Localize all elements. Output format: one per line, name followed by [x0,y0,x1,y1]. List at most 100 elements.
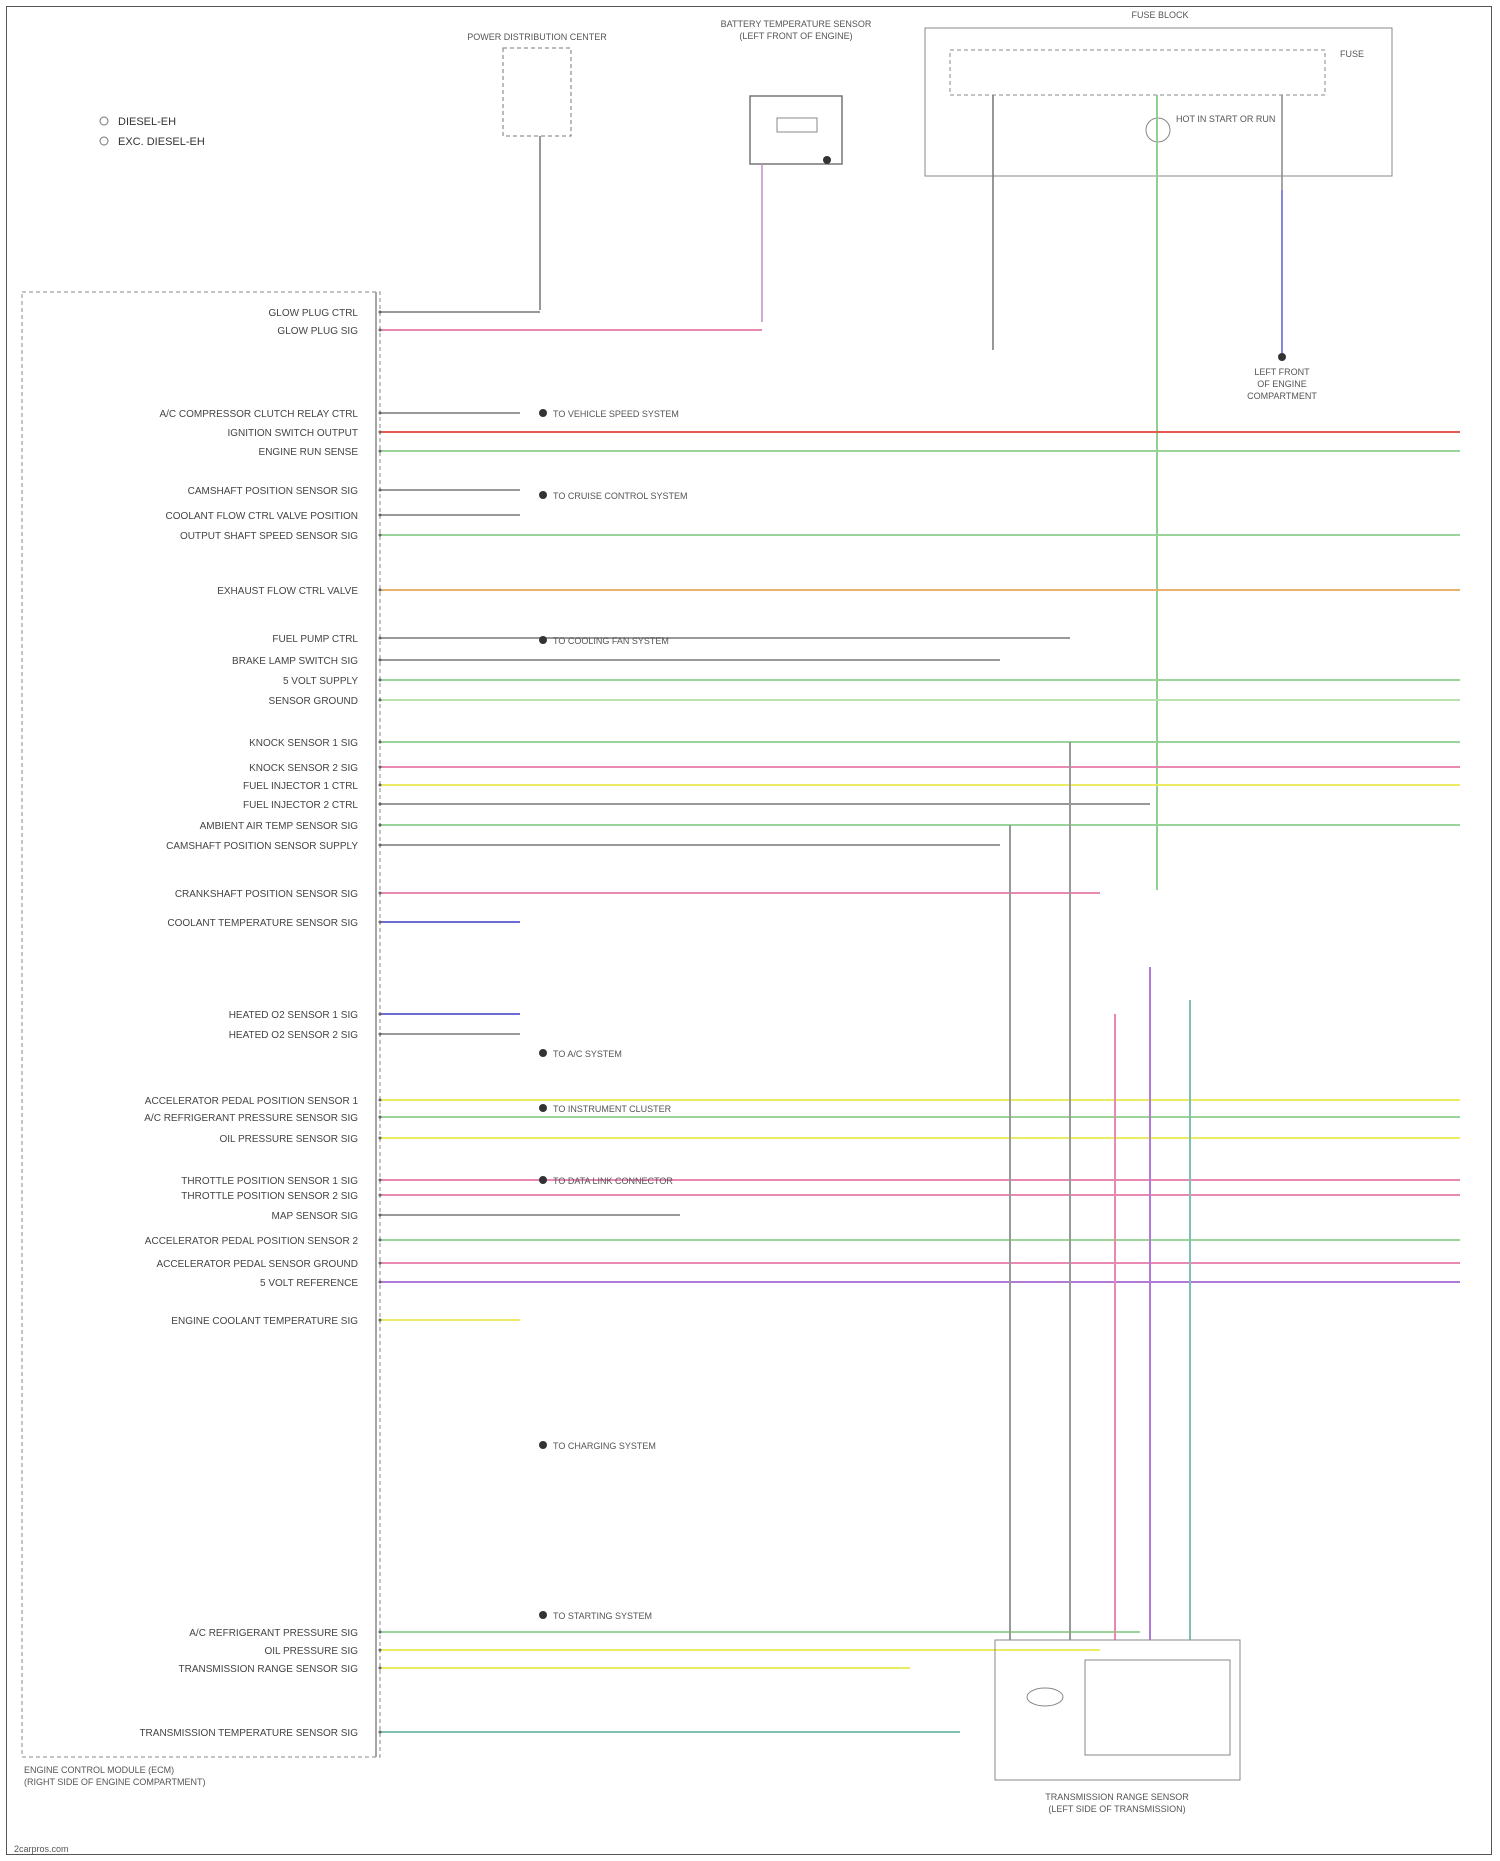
transmission-label-1: TRANSMISSION RANGE SENSOR [1045,1792,1189,1802]
connection-note: TO COOLING FAN SYSTEM [553,636,669,646]
pin-label: OIL PRESSURE SENSOR SIG [219,1134,358,1145]
ecm-label-1: ENGINE CONTROL MODULE (ECM) [24,1765,174,1775]
pin-label: BRAKE LAMP SWITCH SIG [232,656,358,667]
legend: DIESEL-EH EXC. DIESEL-EH [100,116,205,148]
pin-terminal [379,824,382,827]
ecm-label-2: (RIGHT SIDE OF ENGINE COMPARTMENT) [24,1777,206,1787]
pin-label: ACCELERATOR PEDAL POSITION SENSOR 1 [145,1096,359,1107]
pin-terminal [379,784,382,787]
fuse-note: HOT IN START OR RUN [1176,114,1275,124]
pin-terminal [379,1281,382,1284]
pin-terminal [379,329,382,332]
fuse-label: FUSE [1340,49,1364,59]
connection-note: TO INSTRUMENT CLUSTER [553,1104,672,1114]
ground-note-2: OF ENGINE [1257,379,1307,389]
pin-terminal [379,844,382,847]
pin-label: CAMSHAFT POSITION SENSOR SUPPLY [166,841,358,852]
pin-label: ACCELERATOR PEDAL SENSOR GROUND [156,1259,358,1270]
pin-terminal [379,489,382,492]
pin-terminal [379,1214,382,1217]
connection-note: TO CRUISE CONTROL SYSTEM [553,491,688,501]
power-dist-box: POWER DISTRIBUTION CENTER [467,32,607,310]
connection-note: TO VEHICLE SPEED SYSTEM [553,409,679,419]
pin-terminal [379,699,382,702]
pin-terminal [379,589,382,592]
pin-terminal [379,1137,382,1140]
pin-label: CAMSHAFT POSITION SENSOR SIG [188,486,359,497]
footer-watermark: 2carpros.com [14,1844,69,1854]
pin-terminal [379,741,382,744]
pin-terminal [379,1319,382,1322]
pin-label: ACCELERATOR PEDAL POSITION SENSOR 2 [145,1236,359,1247]
pin-label: A/C COMPRESSOR CLUTCH RELAY CTRL [159,409,358,420]
connection-dot [539,1176,547,1184]
pin-label: COOLANT TEMPERATURE SENSOR SIG [167,918,358,929]
pin-label: FUEL PUMP CTRL [272,634,358,645]
connection-dot [539,636,547,644]
pin-terminal [379,1631,382,1634]
pin-label: MAP SENSOR SIG [271,1211,358,1222]
pin-terminal [379,1239,382,1242]
pin-label: SENSOR GROUND [269,696,358,707]
pin-label: AMBIENT AIR TEMP SENSOR SIG [200,821,359,832]
legend-label-1: DIESEL-EH [118,116,176,128]
connection-dot [539,409,547,417]
pin-label: GLOW PLUG SIG [277,326,358,337]
pin-label: 5 VOLT REFERENCE [260,1278,358,1289]
ground-note-3: COMPARTMENT [1247,391,1317,401]
pin-terminal [379,892,382,895]
transmission-sensor: TRANSMISSION RANGE SENSOR (LEFT SIDE OF … [995,1640,1240,1814]
pin-label: 5 VOLT SUPPLY [283,676,358,687]
ecm-pin-labels: GLOW PLUG CTRL GLOW PLUG SIG A/C COMPRESSO… [139,308,358,1739]
pin-terminal [379,921,382,924]
pin-terminal [379,1033,382,1036]
pin-label: EXHAUST FLOW CTRL VALVE [217,586,358,597]
ground-note-1: LEFT FRONT [1254,367,1310,377]
connection-note: TO STARTING SYSTEM [553,1611,652,1621]
pin-terminal [379,1667,382,1670]
pin-label: KNOCK SENSOR 2 SIG [249,763,358,774]
connection-dot [539,1049,547,1057]
pin-label: THROTTLE POSITION SENSOR 1 SIG [181,1176,358,1187]
connection-note: TO A/C SYSTEM [553,1049,622,1059]
pin-terminal [379,766,382,769]
pin-label: COOLANT FLOW CTRL VALVE POSITION [166,511,358,522]
pin-terminal [379,1013,382,1016]
relay-box-label-1: BATTERY TEMPERATURE SENSOR [721,19,872,29]
legend-circle-icon-1 [100,117,108,125]
pin-terminal [379,311,382,314]
pin-label: CRANKSHAFT POSITION SENSOR SIG [175,889,358,900]
pin-label: TRANSMISSION RANGE SENSOR SIG [179,1664,359,1675]
legend-label-2: EXC. DIESEL-EH [118,136,205,148]
pin-label: TRANSMISSION TEMPERATURE SENSOR SIG [139,1728,358,1739]
pin-terminal [379,659,382,662]
connection-note: TO DATA LINK CONNECTOR [553,1176,673,1186]
connection-dot [539,1441,547,1449]
pin-label: IGNITION SWITCH OUTPUT [227,428,358,439]
connection-dot [539,1611,547,1619]
pin-label: HEATED O2 SENSOR 2 SIG [229,1030,359,1041]
pin-label: GLOW PLUG CTRL [269,308,359,319]
fuse-block-label: FUSE BLOCK [1131,10,1188,20]
pin-terminal [379,679,382,682]
pin-label: ENGINE RUN SENSE [259,447,359,458]
pin-label: FUEL INJECTOR 2 CTRL [243,800,358,811]
transmission-label-2: (LEFT SIDE OF TRANSMISSION) [1048,1804,1185,1814]
pin-label: A/C REFRIGERANT PRESSURE SIG [189,1628,358,1639]
pin-terminal [379,1262,382,1265]
relay-box: BATTERY TEMPERATURE SENSOR (LEFT FRONT O… [721,19,872,322]
pin-terminal [379,431,382,434]
pin-label: A/C REFRIGERANT PRESSURE SENSOR SIG [144,1113,358,1124]
relay-box-label-2: (LEFT FRONT OF ENGINE) [739,31,852,41]
connection-dot [539,491,547,499]
pin-terminal [379,1099,382,1102]
legend-circle-icon-2 [100,137,108,145]
pin-terminal [379,1194,382,1197]
pin-label: OIL PRESSURE SIG [264,1646,358,1657]
pin-terminal [379,1116,382,1119]
connection-dot [539,1104,547,1112]
pin-label: THROTTLE POSITION SENSOR 2 SIG [181,1191,358,1202]
pin-label: OUTPUT SHAFT SPEED SENSOR SIG [180,531,358,542]
pin-label: KNOCK SENSOR 1 SIG [249,738,358,749]
